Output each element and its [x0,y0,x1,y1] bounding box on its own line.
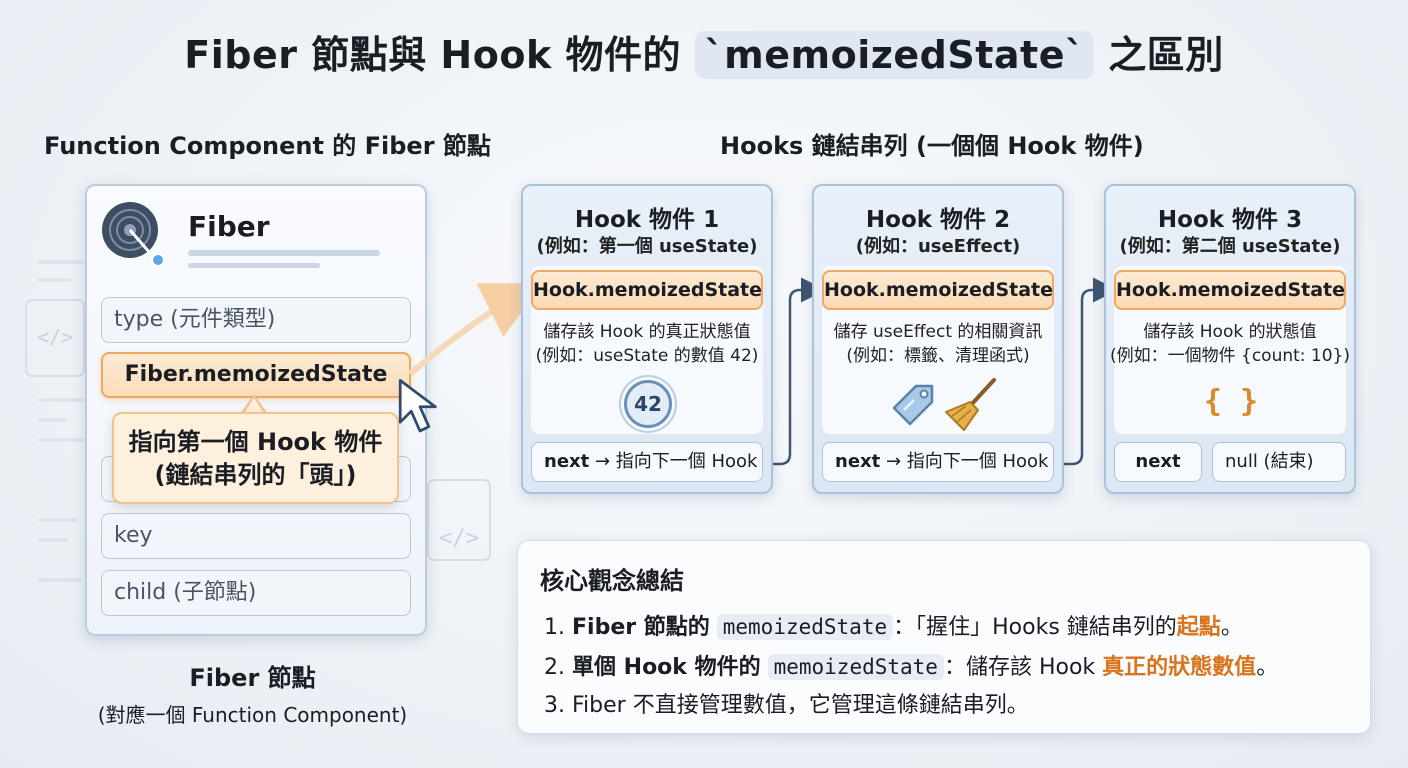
hook-memoized-state: Hook.memoizedState [531,270,763,310]
summary-panel: 核心觀念總結 1. Fiber 節點的 memoizedState：「握住」Ho… [517,540,1371,734]
hook-desc-line-2: (例如：一個物件 {count: 10}) [1109,346,1351,366]
hook-subtitle: (例如：第二個 useState) [1119,236,1341,257]
hook-next-pointer: next [1114,442,1202,482]
fiber-to-hook1-arrow [408,283,544,377]
right-heading: Hooks 鏈結串列 (一個個 Hook 物件) [720,132,1144,160]
hook-card-1: Hook 物件 1 (例如：第一個 useState) Hook.memoize… [521,184,773,494]
hook-description: 儲存 useEffect 的相關資訊 (例如：標籤、清理函式) [814,320,1062,368]
null-terminator: null (結束) [1212,442,1346,482]
summary-item-3: 3. Fiber 不直接管理數值，它管理這條鏈結串列。 [544,693,1029,718]
fiber-header-line [188,263,320,268]
fiber-header-line [188,250,380,256]
fiber-name: Fiber [188,210,270,243]
hook-subtitle: (例如：useEffect) [855,236,1021,257]
state-value-badge: 42 [624,380,672,428]
hook-card-3: Hook 物件 3 (例如：第二個 useState) Hook.memoize… [1104,184,1356,494]
hook-next-text: next → 指向下一個 Hook [544,451,758,472]
hook-subtitle: (例如：第一個 useState) [536,236,758,257]
hook-desc-line-1: 儲存該 Hook 的狀態值 [1143,322,1317,342]
hook-next-text: next [1135,451,1181,472]
summary-title: 核心觀念總結 [540,567,684,595]
callout-line-2: (鏈結串列的「頭」) [154,461,357,489]
code-chip: memoizedState [716,614,894,640]
hook-desc-line-1: 儲存該 Hook 的真正狀態值 [543,322,751,342]
hook-memoized-state: Hook.memoizedState [1114,270,1346,310]
null-text: null (結束) [1225,451,1314,472]
hook-desc-line-1: 儲存 useEffect 的相關資訊 [833,322,1043,342]
callout-pointer-fill [243,398,265,415]
hook-title: Hook 物件 2 [865,207,1011,233]
hook-desc-line-2: (例如：useState 的數值 42) [535,346,759,366]
hook-desc-line-2: (例如：標籤、清理函式) [846,346,1030,366]
broom-icon [945,378,996,431]
fiber-caption: Fiber 節點 (對應一個 Function Component) [70,658,435,728]
hook2-to-hook3-arrow [1052,277,1118,466]
left-heading: Function Component 的 Fiber 節點 [44,132,491,160]
tag-icon [892,384,934,426]
callout-line-1: 指向第一個 Hook 物件 [128,428,383,456]
hook1-to-hook2-arrow [762,277,826,466]
fiber-field-child: child (子節點) [101,570,411,616]
hook-memoized-state: Hook.memoizedState [822,270,1054,310]
code-chip: memoizedState [767,654,944,680]
hook-card-2: Hook 物件 2 (例如：useEffect) Hook.memoizedSt… [812,184,1064,494]
fiber-caption-title: Fiber 節點 [189,664,316,692]
hook-next-pointer: next → 指向下一個 Hook [822,442,1054,482]
hook-description: 儲存該 Hook 的狀態值 (例如：一個物件 {count: 10}) [1106,320,1354,368]
fiber-logo-icon [102,202,165,266]
hook-next-text: next → 指向下一個 Hook [835,451,1049,472]
svg-text:</>: </> [439,526,479,551]
hook-title: Hook 物件 1 [574,207,720,233]
fiber-field-type: type (元件類型) [101,297,411,343]
page-title: Fiber 節點與 Hook 物件的 `memoizedState` 之區別 [184,31,1224,79]
head-pointer-callout: 指向第一個 Hook 物件 (鏈結串列的「頭」) [112,412,399,504]
hook-description: 儲存該 Hook 的真正狀態值 (例如：useState 的數值 42) [523,320,771,368]
svg-text:</>: </> [37,325,73,349]
hook-next-pointer: next → 指向下一個 Hook [531,442,763,482]
hook-title: Hook 物件 3 [1157,207,1303,233]
summary-item-1: 1. Fiber 節點的 memoizedState：「握住」Hooks 鏈結串… [544,614,1243,640]
fiber-field-key: key [101,513,411,559]
fiber-caption-sub: (對應一個 Function Component) [97,703,408,727]
cursor-icon [398,379,437,433]
summary-item-2: 2. 單個 Hook 物件的 memoizedState：儲存該 Hook 真正… [544,654,1279,680]
object-braces-icon: { } [1203,384,1259,419]
